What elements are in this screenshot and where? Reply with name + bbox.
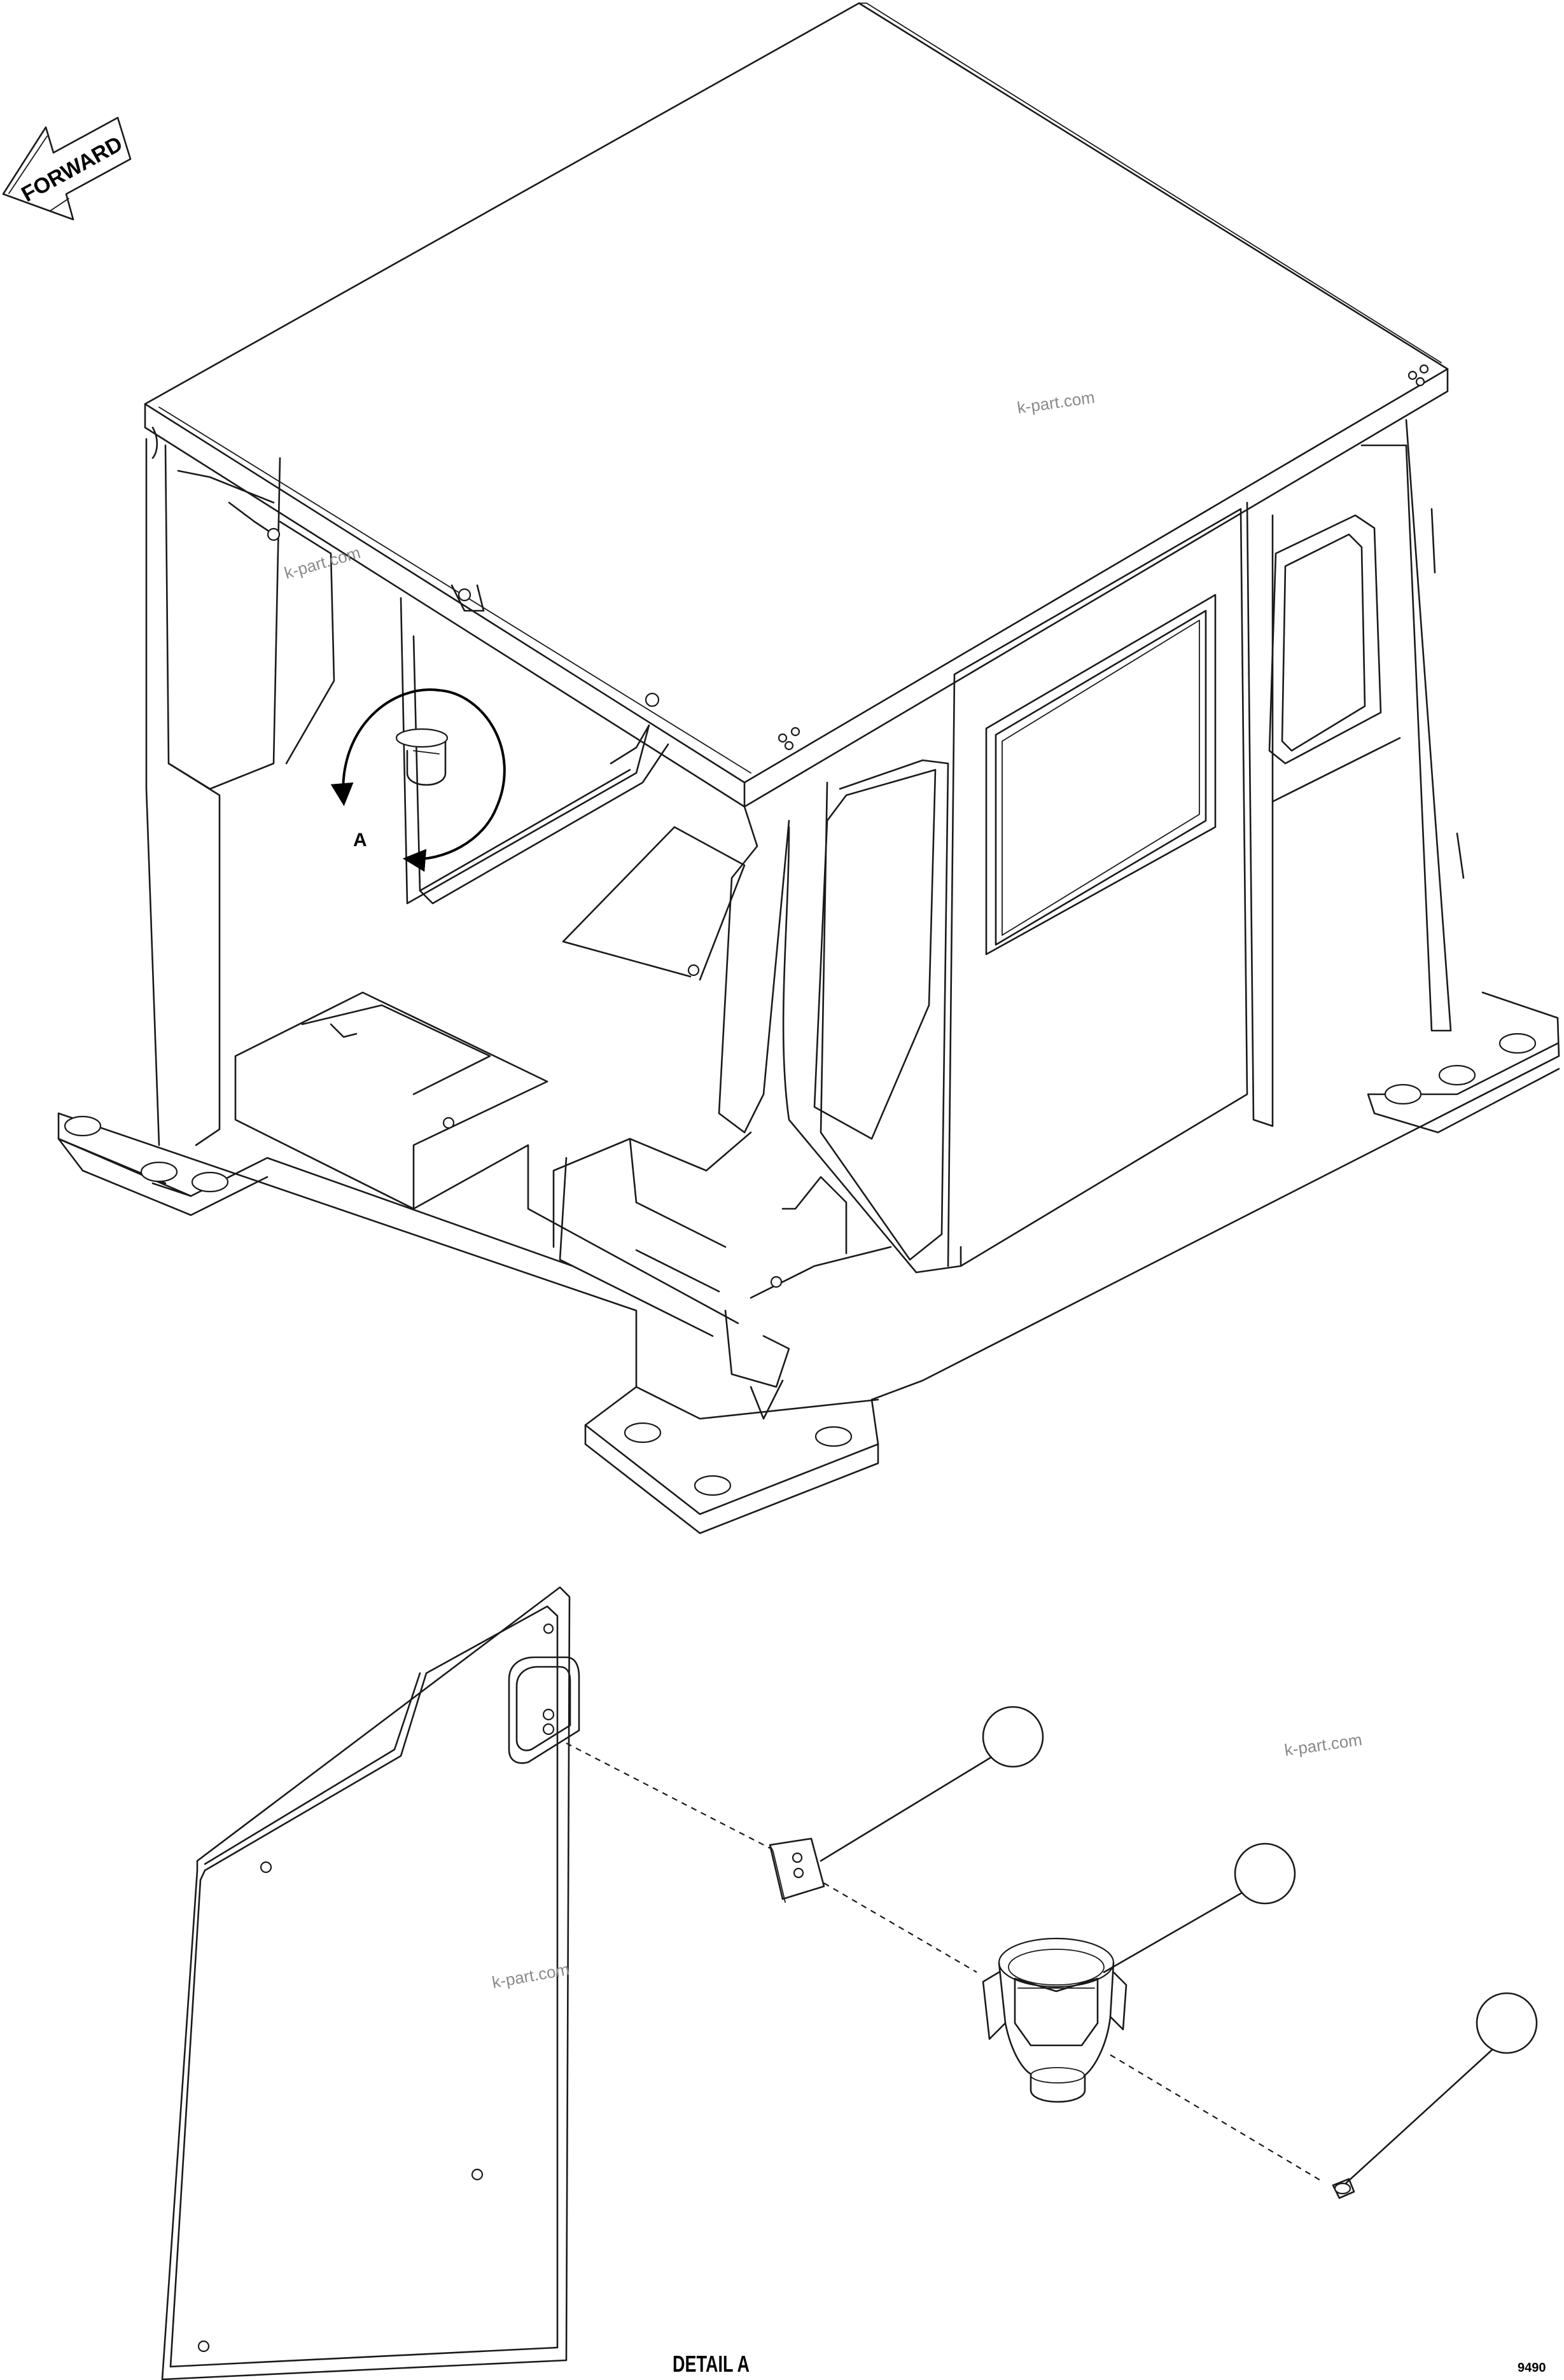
side-window — [985, 594, 1217, 956]
detail-a-title: DETAIL A — [673, 2351, 750, 2377]
watermark-1: k-part.com — [1016, 387, 1096, 417]
callout-balloon-3 — [1344, 1992, 1538, 2185]
detail-a: k-part.com k-part.com DETAIL A 9490 — [161, 1586, 1546, 2380]
cab-roof — [144, 2, 1449, 808]
screw — [1332, 2178, 1355, 2199]
cab-door — [718, 508, 1248, 1274]
callout-balloon-1 — [820, 1706, 1044, 1862]
base-mounting-holes — [64, 1033, 1537, 1496]
assembly-line-2 — [823, 1882, 977, 1973]
watermark-4: k-part.com — [491, 1959, 571, 1992]
assembly-line-1 — [566, 1743, 771, 1849]
watermark-3: k-part.com — [1283, 1730, 1364, 1760]
left-rear-post — [145, 438, 335, 1146]
mounting-panel — [161, 1586, 571, 2380]
cup-holder-location: A — [330, 688, 506, 872]
right-rear-window — [1246, 419, 1465, 1127]
base-frame — [57, 991, 1560, 1534]
cab-assembly: A k-part.com k-part.com — [57, 2, 1560, 1534]
cup-holder — [982, 1937, 1128, 2103]
mounting-plate — [769, 1837, 825, 1903]
view-a-label: A — [353, 830, 367, 851]
assembly-line-3 — [1110, 2054, 1324, 2183]
cab-floor — [234, 826, 892, 1420]
drawing-code: 9490 — [1518, 2361, 1546, 2375]
callout-balloon-2 — [1103, 1842, 1296, 1973]
forward-arrow-icon: FORWARD — [2, 116, 132, 221]
panel-bracket — [508, 1656, 580, 1764]
